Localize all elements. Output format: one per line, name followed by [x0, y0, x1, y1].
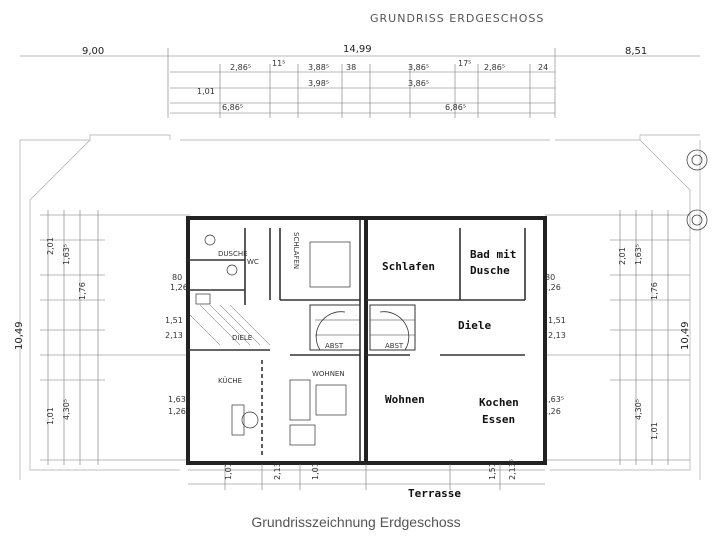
- right-room-terrasse: Terrasse: [408, 487, 461, 500]
- right-offset-label: 8,51: [625, 46, 647, 57]
- right-abst-label: ABST: [385, 342, 404, 350]
- right-dim-3: 1,76: [650, 282, 659, 300]
- top-dim-small-5: 24: [538, 63, 548, 72]
- top-dim-8: 6,86⁵: [445, 103, 466, 112]
- left-dim-11: 1,01: [46, 407, 55, 425]
- left-room-wohnen: WOHNEN: [312, 370, 345, 378]
- top-dim-6: 3,86⁵: [408, 79, 429, 88]
- image-caption: Grundrisszeichnung Erdgeschoss: [251, 514, 461, 530]
- right-room-essen: Essen: [482, 413, 515, 426]
- left-room-diele: DIELE: [232, 334, 252, 342]
- right-dim-10: 4,30⁵: [634, 399, 643, 420]
- bottom-dim-4: 1,51: [488, 462, 497, 480]
- left-dim-10: 4,30⁵: [62, 399, 71, 420]
- left-offset-label: 9,00: [82, 46, 104, 57]
- right-room-wohnen: Wohnen: [385, 393, 425, 406]
- right-unit-interior: [366, 228, 526, 356]
- left-dim-1: 2,01: [46, 237, 55, 255]
- top-dim-5: 3,98⁵: [308, 79, 329, 88]
- right-room-kochen: Kochen: [479, 396, 519, 409]
- left-unit-interior: [188, 228, 361, 455]
- right-dim-11: 1,01: [650, 422, 659, 440]
- right-dim-4: 80: [545, 273, 555, 282]
- left-room-wc: WC: [247, 258, 259, 266]
- right-dim-2: 1,63⁵: [634, 244, 643, 265]
- top-dim-small-4: 17⁵: [458, 59, 471, 68]
- top-dim-small-2: 11⁵: [272, 59, 285, 68]
- top-dim-1: 2,86⁵: [230, 63, 251, 72]
- top-dimension-lines: [20, 48, 700, 118]
- plan-title: GRUNDRISS ERDGESCHOSS: [370, 12, 544, 25]
- right-room-bad-line1: Bad mit: [470, 248, 516, 261]
- left-dim-2: 1,63⁵: [62, 244, 71, 265]
- left-dim-4: 80: [172, 273, 182, 282]
- left-dim-3: 1,76: [78, 282, 87, 300]
- left-dim-5: 1,26: [170, 283, 188, 292]
- right-dimension-lines: [545, 210, 690, 465]
- left-dim-9: 1,26: [168, 407, 186, 416]
- left-abst-label: ABST: [325, 342, 344, 350]
- bottom-dim-1: 1,01: [224, 462, 233, 480]
- total-width-label: 14,99: [343, 44, 372, 55]
- right-room-diele: Diele: [458, 319, 491, 332]
- bottom-dim-5: 2,13⁵: [508, 459, 517, 480]
- right-room-schlafen: Schlafen: [382, 260, 435, 273]
- top-dim-small-1: 38: [346, 63, 356, 72]
- right-depth-label: 10,49: [680, 321, 691, 350]
- left-room-dusche: DUSCHE: [218, 250, 248, 258]
- right-dim-5: 1,26: [543, 283, 561, 292]
- left-room-schlafen: SCHLAFEN: [292, 232, 300, 269]
- top-dim-2: 3,88⁵: [308, 63, 329, 72]
- roof-outlines: [19, 134, 701, 480]
- right-dim-9: 1,26: [543, 407, 561, 416]
- left-depth-label: 10,49: [14, 321, 25, 350]
- top-dim-3: 3,86⁵: [408, 63, 429, 72]
- bottom-dim-2: 2,13: [273, 462, 282, 480]
- left-dim-7: 2,13: [165, 331, 183, 340]
- left-room-kueche: KÜCHE: [218, 376, 242, 385]
- bottom-dimension-lines: [188, 464, 545, 490]
- right-dim-7: 2,13: [548, 331, 566, 340]
- right-dim-1: 2,01: [618, 247, 627, 265]
- floor-plan-drawing: GRUNDRISS ERDGESCHOSS 9,00 14,99 8,51 2,…: [14, 12, 708, 500]
- left-dimension-lines: [40, 210, 190, 465]
- right-dim-6: 1,51: [548, 316, 566, 325]
- top-dim-4: 2,86⁵: [484, 63, 505, 72]
- right-dim-8: 1,63⁵: [543, 395, 564, 404]
- left-dim-6: 1,51: [165, 316, 183, 325]
- right-room-bad-line2: Dusche: [470, 264, 510, 277]
- top-dim-small-3: 1,01: [197, 87, 215, 96]
- tree-symbols: [686, 149, 708, 231]
- top-dim-7: 6,86⁵: [222, 103, 243, 112]
- bottom-dim-3: 1,01: [311, 462, 320, 480]
- left-dim-8: 1,63⁵: [168, 395, 189, 404]
